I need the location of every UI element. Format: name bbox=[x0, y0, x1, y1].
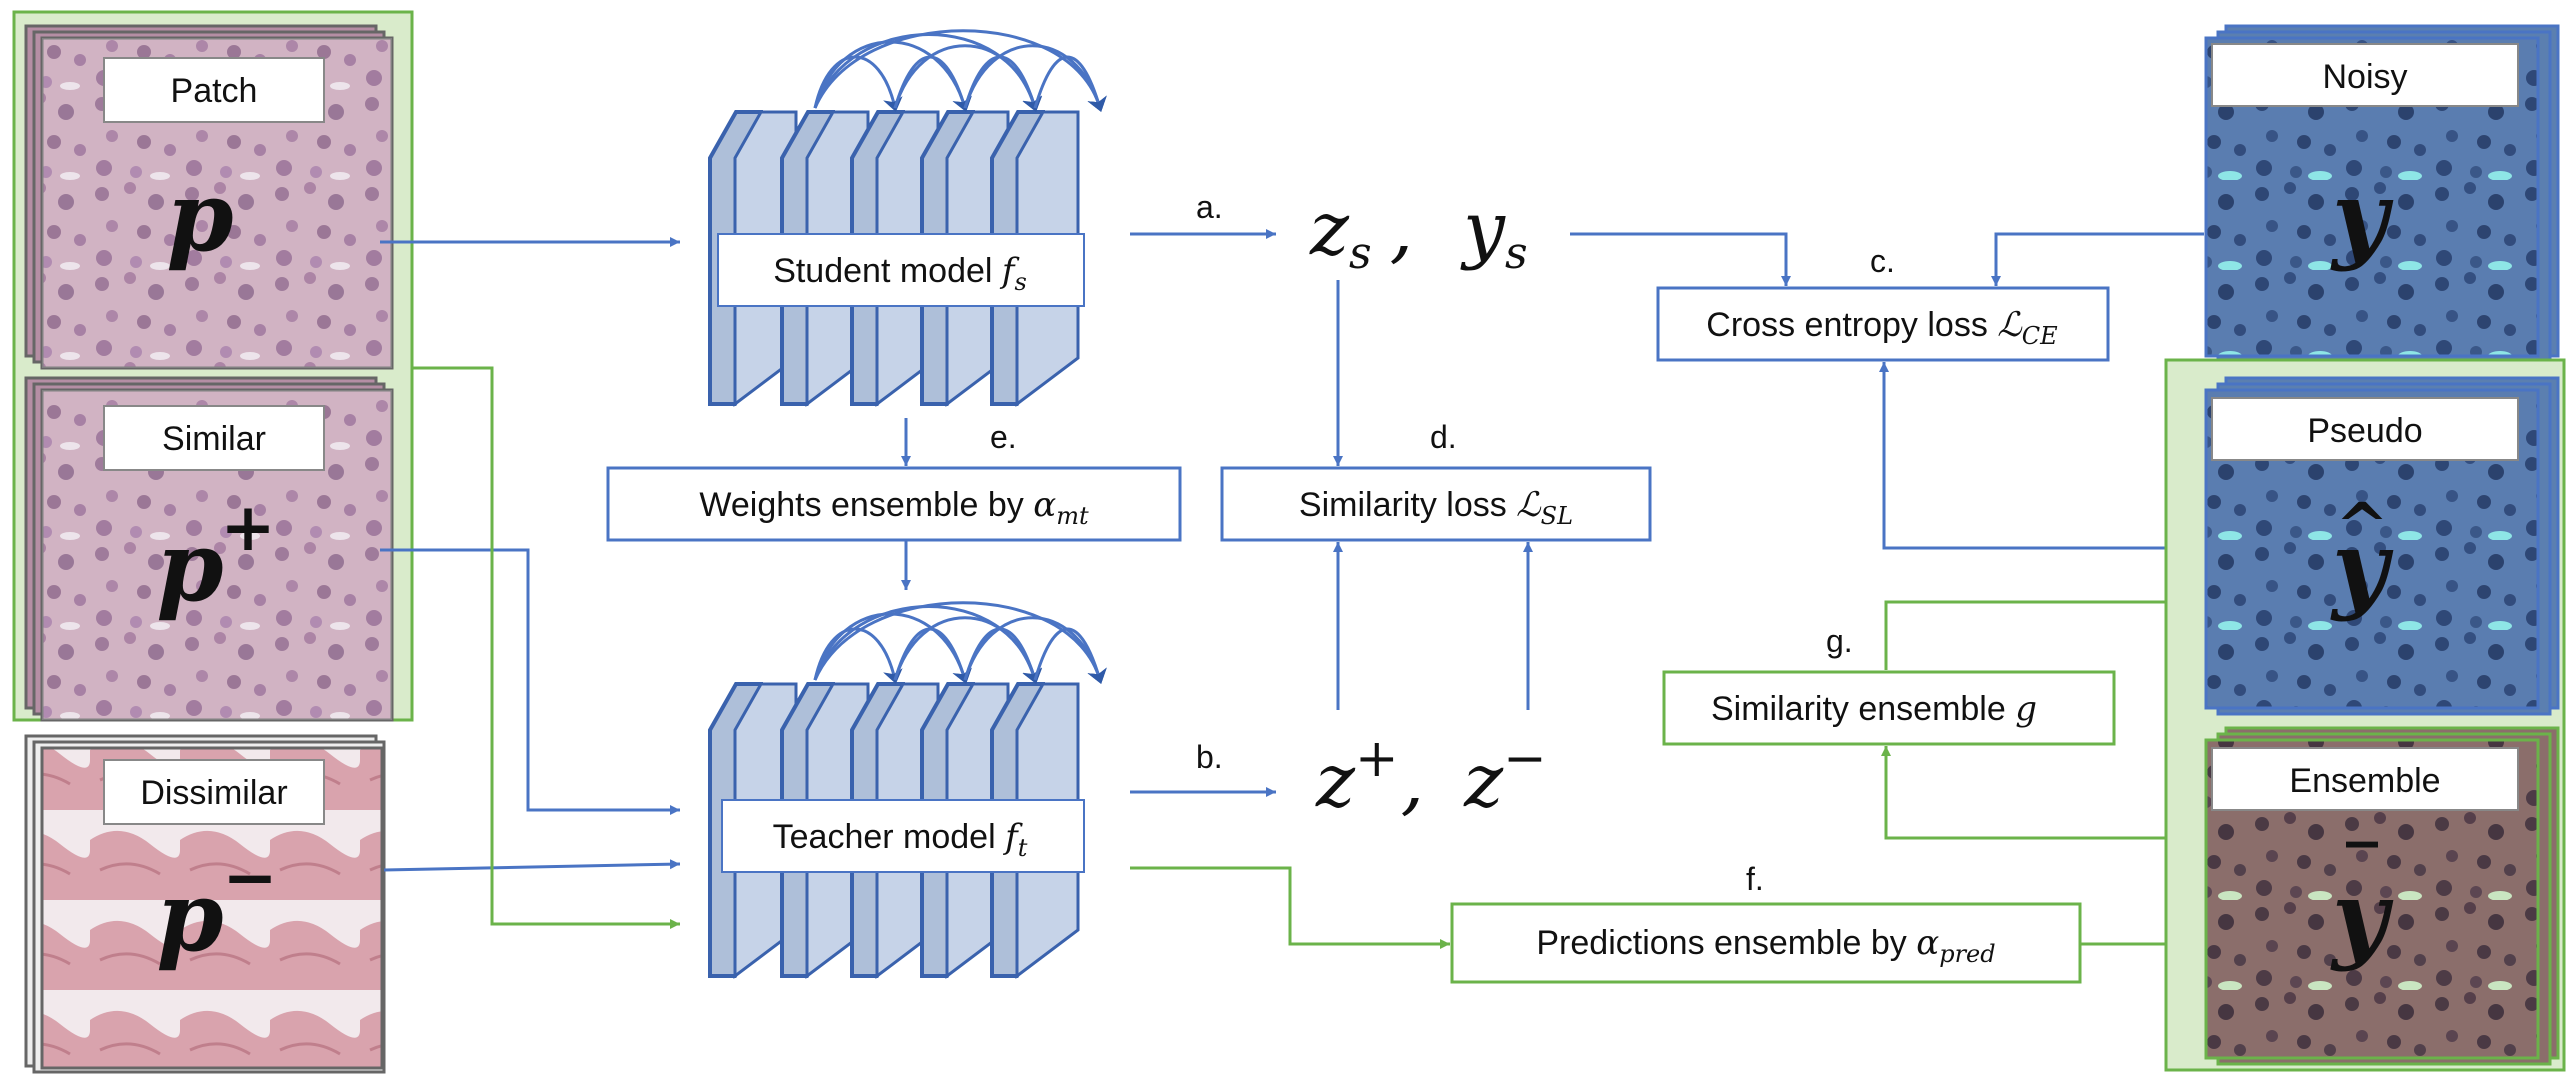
patch-label: Patch bbox=[171, 72, 258, 110]
arrow-noisy-to-ce bbox=[1991, 232, 2204, 286]
similar-label-box bbox=[103, 405, 325, 471]
ensemble-label-box bbox=[2211, 747, 2519, 811]
dissimilar-label: Dissimilar bbox=[140, 774, 287, 812]
similar-sup: + bbox=[220, 488, 275, 566]
cross-entropy-label: Cross entropy loss ℒCE bbox=[1706, 305, 2058, 350]
arrow-simens-to-pseudo bbox=[1884, 597, 2196, 670]
predictions-ensemble-box bbox=[1450, 902, 2082, 984]
pseudo-accent: ^ bbox=[2335, 489, 2389, 564]
noisy-symbol: y bbox=[2330, 160, 2394, 273]
pseudo-symbol: y bbox=[2330, 510, 2394, 623]
step-c: c. bbox=[1870, 243, 1895, 279]
student-model-box bbox=[717, 233, 1085, 307]
arrow-patch-green-to-teacher bbox=[412, 366, 680, 929]
similarity-ensemble-label: Similarity ensemble g bbox=[1711, 689, 2037, 729]
dissimilar-symbol: p bbox=[156, 860, 223, 973]
teacher-model-box bbox=[721, 799, 1085, 873]
noisy-label-box bbox=[2211, 43, 2519, 107]
ensemble-accent: ‾ bbox=[2346, 831, 2378, 906]
dissimilar-label-box bbox=[103, 759, 325, 825]
predictions-ensemble-label: Predictions ensemble by αpred bbox=[1536, 923, 1995, 968]
step-e: e. bbox=[990, 419, 1017, 455]
noisy-label: Noisy bbox=[2322, 58, 2407, 96]
teacher-skip-arcs bbox=[813, 601, 1107, 684]
cross-entropy-box bbox=[1656, 286, 2110, 362]
arrow-similar-to-teacher bbox=[380, 548, 680, 815]
weights-ensemble-box bbox=[606, 466, 1182, 542]
similarity-loss-label: Similarity loss ℒSL bbox=[1299, 485, 1573, 530]
step-d: d. bbox=[1430, 419, 1457, 455]
patch-label-box bbox=[103, 57, 325, 123]
student-model-label: Student model fs bbox=[773, 251, 1027, 296]
arrow-pseudo-to-ce bbox=[1879, 362, 2204, 550]
weights-ensemble-label: Weights ensemble by αmt bbox=[699, 485, 1089, 530]
arrow-teacher-to-pred bbox=[1130, 866, 1450, 949]
student-skip-arcs bbox=[813, 29, 1107, 112]
teacher-model-label: Teacher model ft bbox=[773, 817, 1028, 862]
student-outputs: zs,ys bbox=[1309, 186, 1528, 279]
arrow-dissimilar-to-teacher bbox=[383, 859, 681, 872]
teacher-outputs: z+,z− bbox=[1315, 729, 1547, 824]
step-a: a. bbox=[1196, 189, 1223, 225]
arrow-ys-to-ce bbox=[1570, 232, 1791, 286]
dissimilar-sup: − bbox=[222, 838, 277, 916]
similar-symbol: p bbox=[156, 510, 223, 623]
step-b: b. bbox=[1196, 739, 1223, 775]
pseudo-label-box bbox=[2211, 397, 2519, 461]
patch-symbol: p bbox=[166, 160, 233, 273]
step-g: g. bbox=[1826, 623, 1853, 659]
ensemble-symbol: y bbox=[2330, 860, 2394, 973]
similar-label: Similar bbox=[162, 420, 266, 458]
ensemble-label: Ensemble bbox=[2289, 762, 2440, 800]
arrow-ensemble-to-simens bbox=[1881, 746, 2204, 840]
similarity-ensemble-box bbox=[1662, 670, 2116, 746]
pseudo-label: Pseudo bbox=[2307, 412, 2422, 450]
similarity-loss-box bbox=[1220, 466, 1652, 542]
step-f: f. bbox=[1746, 861, 1764, 897]
